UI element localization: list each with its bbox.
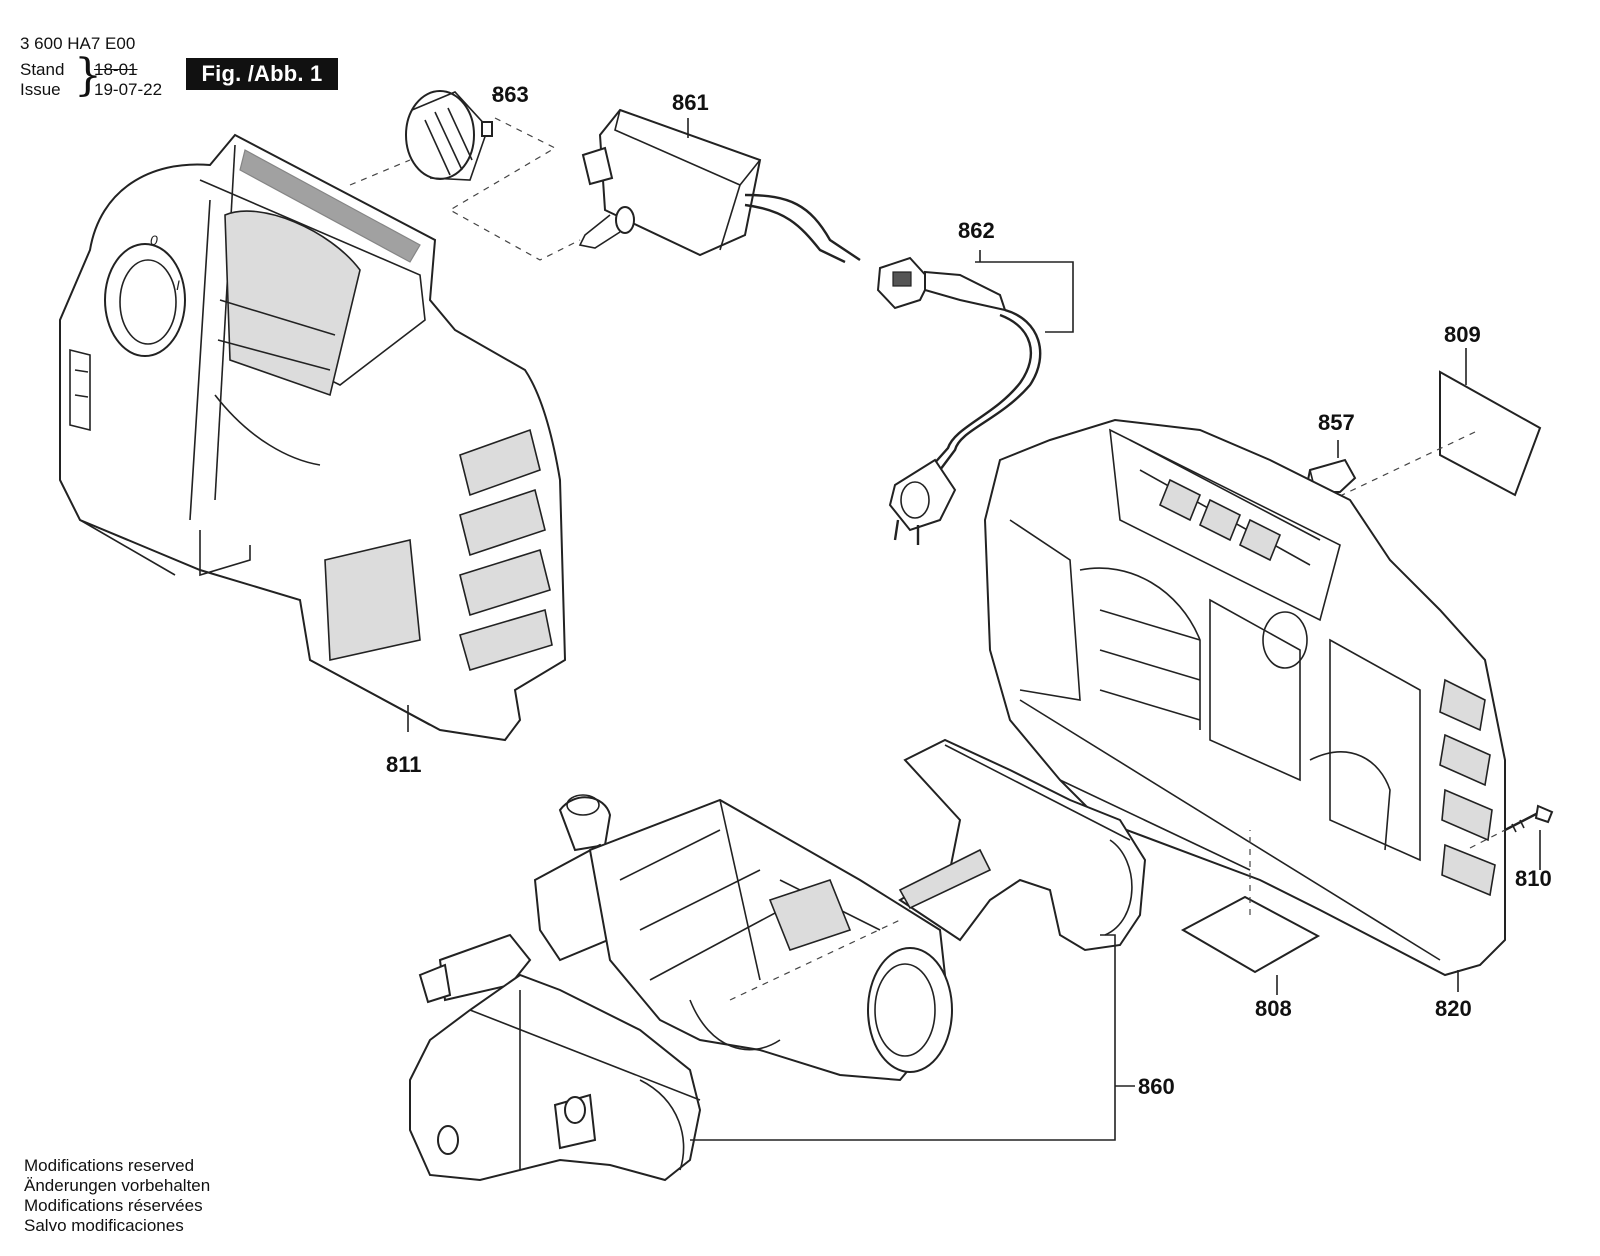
part-label-860: 860 bbox=[1138, 1074, 1175, 1099]
footer-line-fr: Modifications réservées bbox=[24, 1196, 203, 1215]
svg-text:I: I bbox=[176, 277, 180, 293]
stand-label: Stand bbox=[20, 60, 65, 79]
switch-box-861 bbox=[578, 108, 861, 264]
part-label-820: 820 bbox=[1435, 996, 1472, 1021]
part-label-862: 862 bbox=[958, 218, 995, 243]
screw-810 bbox=[1469, 804, 1554, 870]
document-number: 3 600 HA7 E00 bbox=[20, 34, 136, 53]
part-label-863: 863 bbox=[492, 82, 529, 107]
issue-date: 19-07-22 bbox=[94, 80, 163, 99]
label-808 bbox=[1180, 830, 1321, 995]
footer-line-en: Modifications reserved bbox=[24, 1156, 195, 1175]
part-label-808: 808 bbox=[1255, 996, 1292, 1021]
switch-knob-863 bbox=[349, 90, 581, 261]
part-label-809: 809 bbox=[1444, 322, 1481, 347]
part-label-861: 861 bbox=[672, 90, 709, 115]
motor-pump-unit-860 bbox=[409, 738, 1147, 1182]
part-label-811: 811 bbox=[386, 752, 422, 777]
svg-text:0: 0 bbox=[150, 232, 158, 248]
part-label-810: 810 bbox=[1515, 866, 1552, 891]
stand-date: 18-01 bbox=[94, 60, 138, 79]
part-label-857: 857 bbox=[1318, 410, 1355, 435]
front-housing-811: 0 I bbox=[59, 133, 567, 742]
mains-cable-862 bbox=[876, 250, 1074, 545]
footer-notes: Modifications reserved Änderungen vorbeh… bbox=[24, 1156, 210, 1236]
date-brace: } bbox=[74, 50, 102, 101]
figure-label: Fig. /Abb. 1 bbox=[186, 58, 338, 90]
rear-housing-820 bbox=[983, 418, 1506, 992]
footer-line-es: Salvo modificaciones bbox=[24, 1216, 184, 1235]
issue-label: Issue bbox=[20, 80, 61, 99]
footer-line-de: Änderungen vorbehalten bbox=[24, 1176, 211, 1195]
